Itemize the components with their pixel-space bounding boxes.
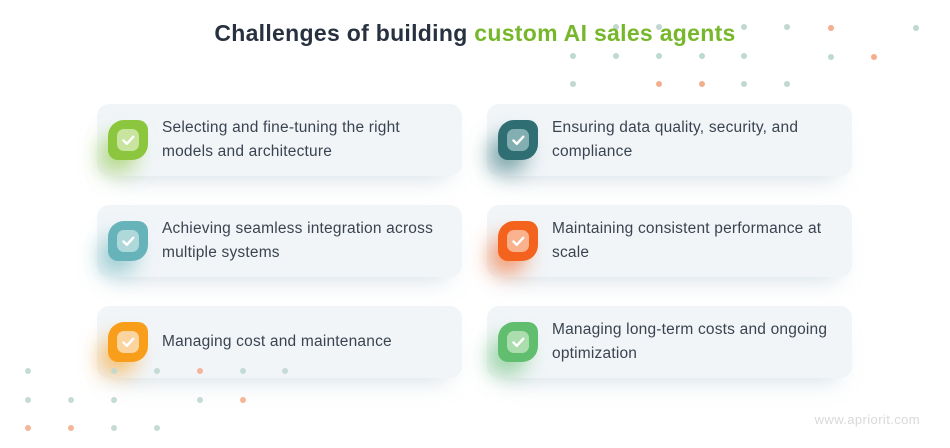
card-text: Achieving seamless integration across mu… <box>162 220 434 261</box>
checkmark-glyph <box>117 230 139 252</box>
card-text: Ensuring data quality, security, and com… <box>552 119 799 160</box>
background-dot <box>570 53 576 59</box>
page-title: Challenges of building custom AI sales a… <box>0 20 950 47</box>
background-dot <box>111 397 117 403</box>
background-dot <box>25 425 31 431</box>
page-title-plain: Challenges of building <box>214 20 468 46</box>
check-icon <box>108 322 148 362</box>
checkmark-glyph <box>507 230 529 252</box>
checkmark-glyph <box>117 331 139 353</box>
background-dot <box>25 368 31 374</box>
card-longterm-costs: Managing long-term costs and ongoing opt… <box>487 306 852 378</box>
background-dot <box>68 425 74 431</box>
background-dot <box>871 54 877 60</box>
background-dot <box>570 81 576 87</box>
card-text: Selecting and fine-tuning the right mode… <box>162 119 400 160</box>
checkmark-glyph <box>507 129 529 151</box>
background-dot <box>68 397 74 403</box>
card-text: Managing cost and maintenance <box>162 333 392 350</box>
background-dot <box>784 81 790 87</box>
card-text: Managing long-term costs and ongoing opt… <box>552 321 828 362</box>
background-dot <box>741 81 747 87</box>
check-icon <box>498 322 538 362</box>
background-dot <box>25 397 31 403</box>
check-icon <box>108 221 148 261</box>
background-dot <box>111 425 117 431</box>
watermark: www.apriorit.com <box>814 412 920 427</box>
background-dot <box>699 53 705 59</box>
background-dot <box>656 81 662 87</box>
background-dot <box>741 53 747 59</box>
check-icon <box>498 221 538 261</box>
card-cost-maintenance: Managing cost and maintenance <box>97 306 462 378</box>
card-performance-at-scale: Maintaining consistent performance at sc… <box>487 205 852 277</box>
page-title-highlight: custom AI sales agents <box>474 20 736 46</box>
checkmark-glyph <box>507 331 529 353</box>
check-icon <box>498 120 538 160</box>
card-integration: Achieving seamless integration across mu… <box>97 205 462 277</box>
check-icon <box>108 120 148 160</box>
background-dot <box>240 397 246 403</box>
card-text: Maintaining consistent performance at sc… <box>552 220 822 261</box>
background-dot <box>699 81 705 87</box>
background-dot <box>828 54 834 60</box>
background-dot <box>154 425 160 431</box>
background-dot <box>656 53 662 59</box>
background-dot <box>613 53 619 59</box>
card-data-quality: Ensuring data quality, security, and com… <box>487 104 852 176</box>
checkmark-glyph <box>117 129 139 151</box>
challenges-grid: Selecting and fine-tuning the right mode… <box>97 104 852 378</box>
background-dot <box>197 397 203 403</box>
card-selecting-models: Selecting and fine-tuning the right mode… <box>97 104 462 176</box>
